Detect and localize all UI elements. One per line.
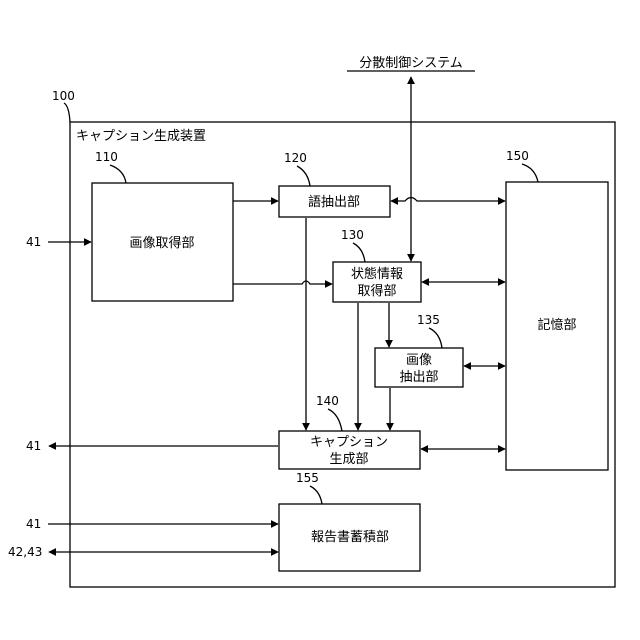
report-accumulation-ref: 155 <box>296 471 319 485</box>
caption-generation-label-line2: 生成部 <box>329 452 368 467</box>
device-ref-leader <box>64 103 70 122</box>
device-ref: 100 <box>52 89 75 103</box>
report-accumulation-label: 報告書蓄積部 <box>311 530 389 545</box>
caption-generation-ref: 140 <box>316 394 339 408</box>
word-extraction-label: 語抽出部 <box>308 194 360 210</box>
image-extraction-ref: 135 <box>417 313 440 327</box>
image-acquisition-label: 画像取得部 <box>129 235 194 251</box>
report-io-ref: 42,43 <box>8 545 42 559</box>
device-title: キャプション生成装置 <box>76 129 206 144</box>
storage-ref: 150 <box>506 149 529 163</box>
input-image-ref: 41 <box>26 235 41 249</box>
storage-label: 記憶部 <box>537 317 576 333</box>
state-info-ref: 130 <box>341 228 364 242</box>
caption-generation-label-line1: キャプション <box>310 435 388 450</box>
external-system-label: 分散制御システム <box>359 56 463 71</box>
word-extraction-ref: 120 <box>284 151 307 165</box>
state-info-label-line1: 状態情報 <box>351 266 403 282</box>
image-extraction-label-line2: 抽出部 <box>399 370 438 385</box>
image-extraction-label-line1: 画像 <box>406 353 432 368</box>
report-input-ref: 41 <box>26 517 41 531</box>
output-caption-ref: 41 <box>26 439 41 453</box>
image-acquisition-ref: 110 <box>95 150 118 164</box>
state-info-label-line2: 取得部 <box>357 283 396 299</box>
